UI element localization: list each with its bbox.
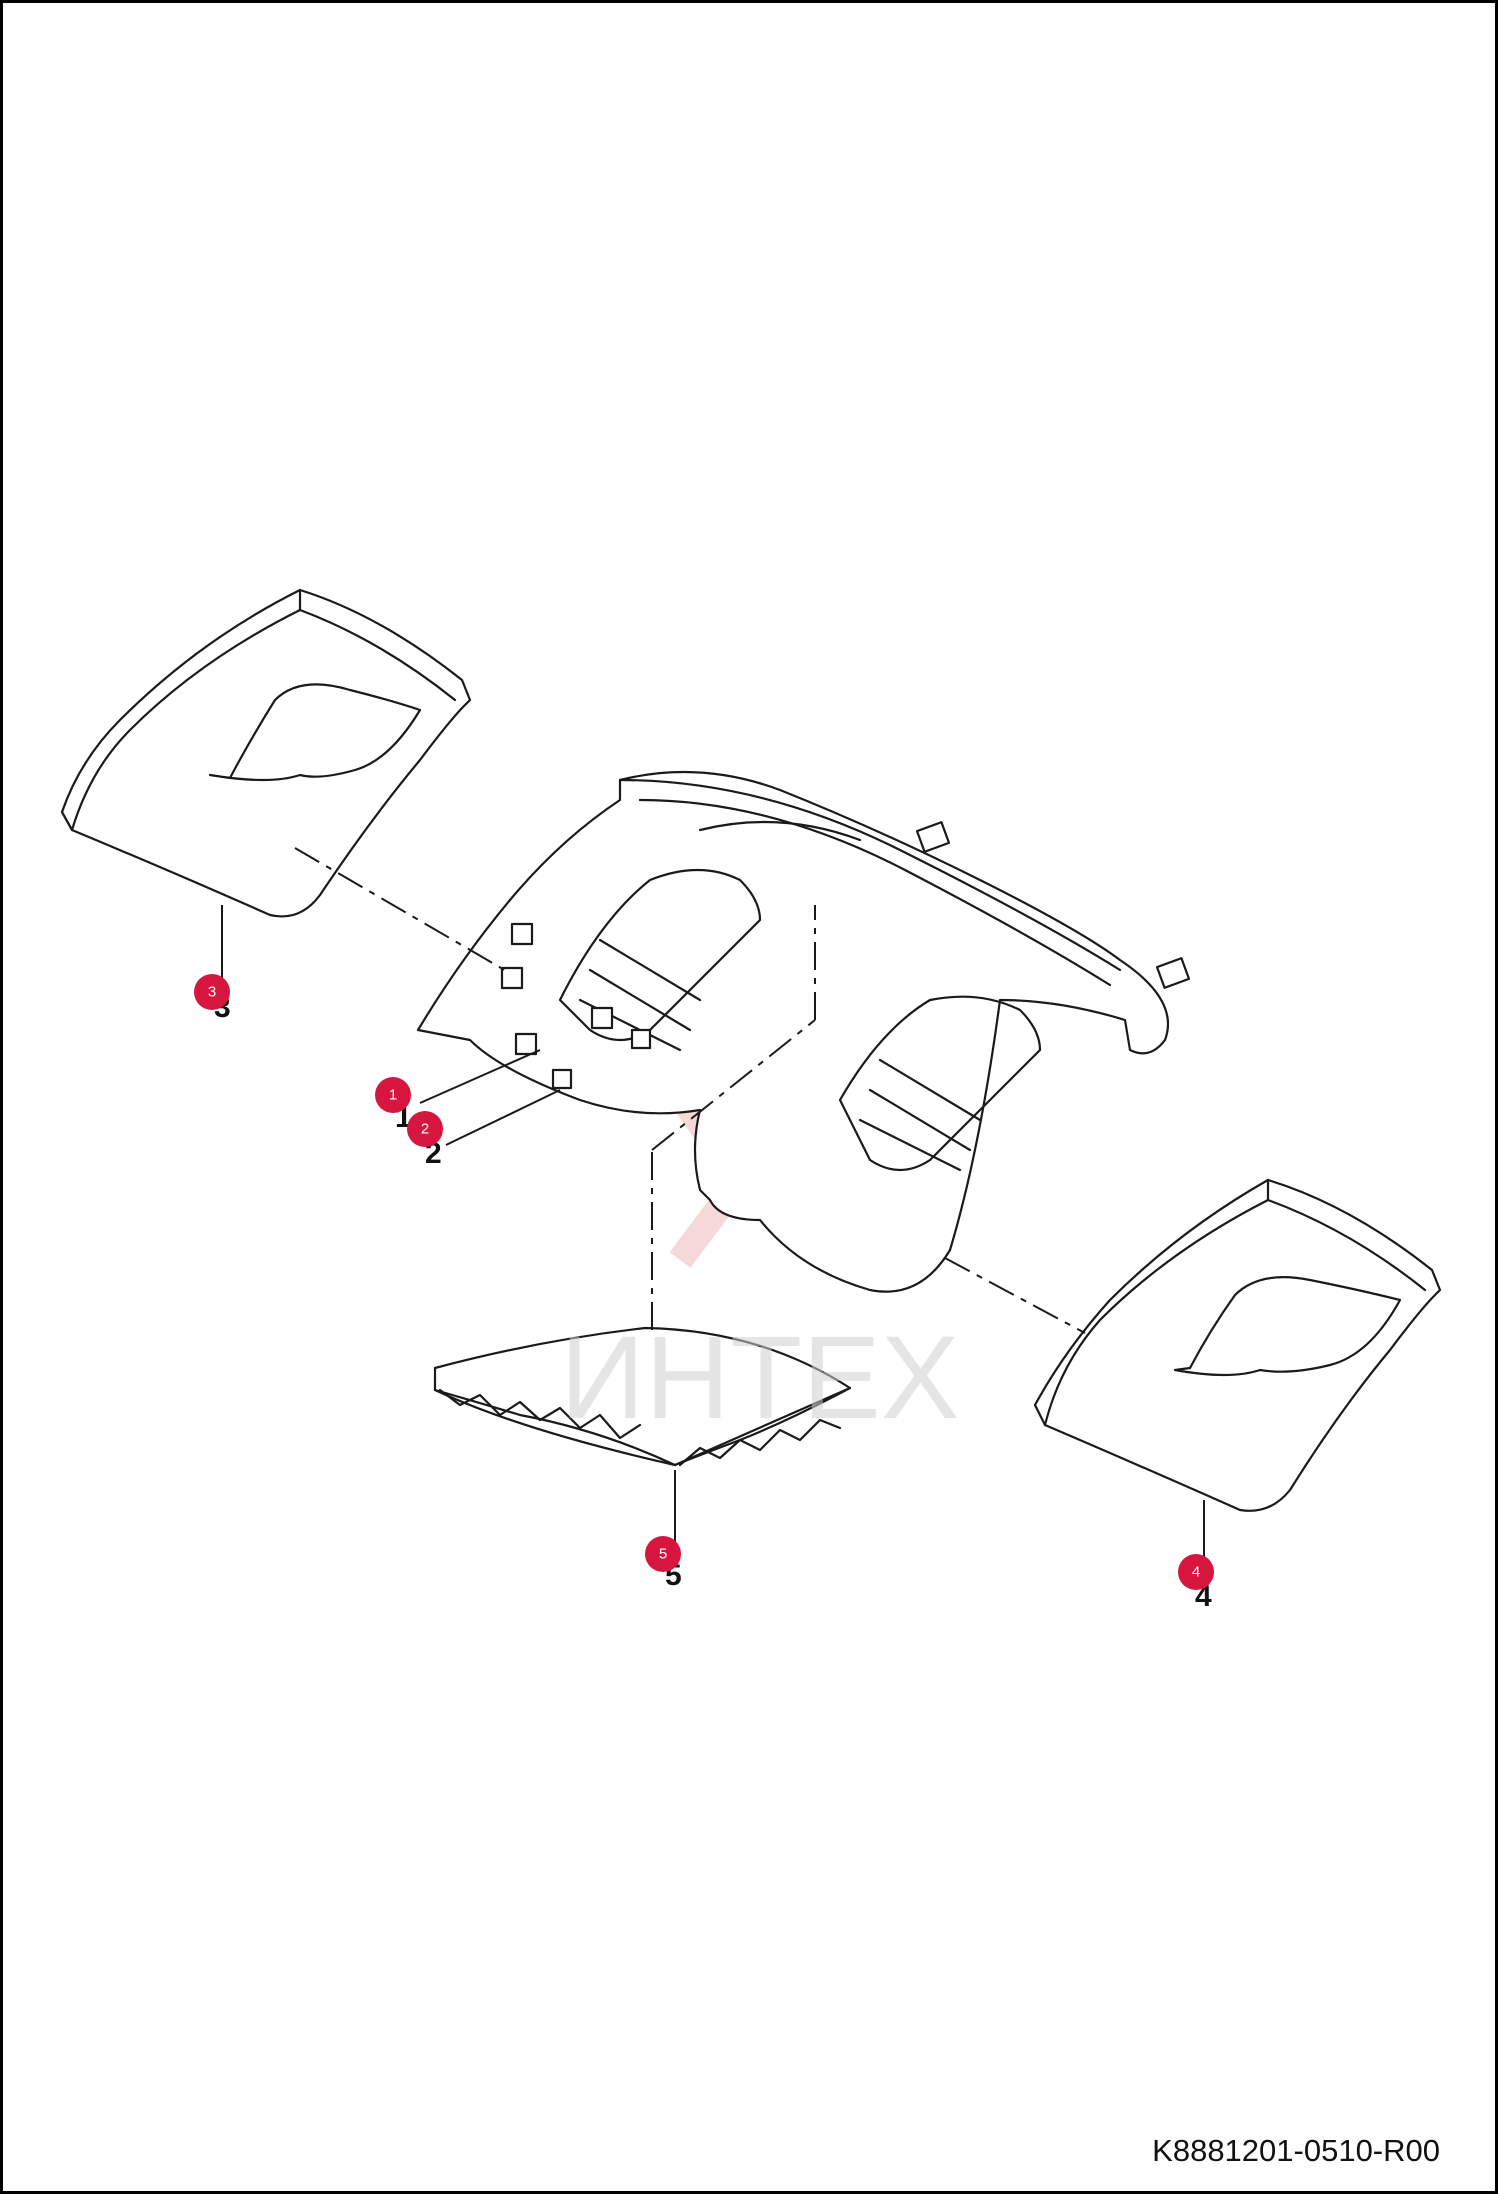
callout-badge-4[interactable]: 4 bbox=[1178, 1554, 1214, 1590]
svg-text:5: 5 bbox=[659, 1546, 667, 1563]
svg-text:1: 1 bbox=[389, 1087, 397, 1104]
part-4-right-panel bbox=[1033, 1178, 1442, 1512]
hood-assembly bbox=[416, 770, 1191, 1293]
callout-badge-5[interactable]: 5 bbox=[645, 1536, 681, 1572]
callout-badge-2[interactable]: 2 bbox=[407, 1111, 443, 1147]
watermark-text: ИНТЕХ bbox=[560, 1312, 960, 1444]
svg-text:4: 4 bbox=[1192, 1564, 1200, 1581]
svg-text:3: 3 bbox=[208, 984, 216, 1001]
svg-text:2: 2 bbox=[421, 1121, 429, 1138]
callout-badge-1[interactable]: 1 bbox=[375, 1077, 411, 1113]
diagram-code: K8881201-0510-R00 bbox=[1152, 2133, 1440, 2168]
part-5-insulation-pad bbox=[433, 1326, 852, 1467]
callout-badge-3[interactable]: 3 bbox=[194, 974, 230, 1010]
part-3-left-panel bbox=[60, 588, 472, 918]
